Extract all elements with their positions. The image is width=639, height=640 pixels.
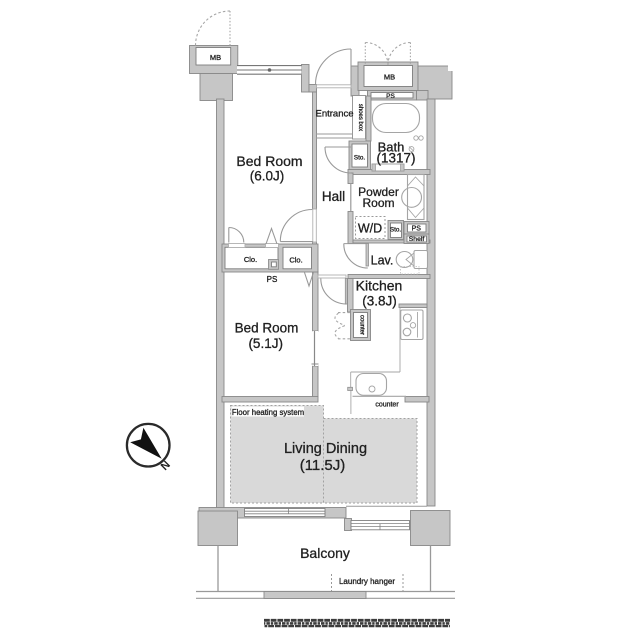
- svg-text:PS: PS: [412, 226, 422, 233]
- svg-text:(3.8J): (3.8J): [362, 294, 397, 309]
- svg-text:Powder: Powder: [358, 185, 399, 199]
- svg-text:(6.0J): (6.0J): [250, 169, 285, 184]
- svg-text:PS: PS: [386, 93, 395, 100]
- svg-text:counter: counter: [359, 315, 365, 335]
- svg-text:Balcony: Balcony: [300, 545, 350, 561]
- svg-text:Sto.: Sto.: [354, 155, 365, 162]
- svg-text:Clo.: Clo.: [289, 256, 302, 265]
- svg-text:Clo.: Clo.: [244, 255, 257, 264]
- svg-text:MB: MB: [210, 53, 221, 62]
- svg-text:Entrance: Entrance: [315, 109, 353, 120]
- svg-text:MB: MB: [384, 73, 395, 82]
- svg-text:Living Dining: Living Dining: [284, 441, 367, 457]
- svg-text:Room: Room: [362, 196, 394, 210]
- svg-text:Bed Room: Bed Room: [236, 153, 302, 169]
- svg-text:Hall: Hall: [322, 189, 345, 204]
- svg-text:Floor heating system: Floor heating system: [232, 408, 304, 417]
- svg-text:Kitchen: Kitchen: [356, 278, 403, 294]
- svg-text:Shelf: Shelf: [409, 236, 425, 243]
- svg-text:(1317): (1317): [376, 151, 415, 166]
- svg-text:shoes box: shoes box: [357, 104, 363, 131]
- svg-text:(11.5J): (11.5J): [300, 457, 346, 474]
- svg-text:Lav.: Lav.: [371, 254, 394, 268]
- svg-text:W/D: W/D: [358, 222, 382, 236]
- svg-text:Laundry hanger: Laundry hanger: [339, 577, 395, 586]
- svg-text:Sto.: Sto.: [390, 227, 401, 234]
- svg-text:Bed Room: Bed Room: [235, 321, 299, 336]
- svg-text:PS: PS: [267, 275, 278, 284]
- svg-text:Bath: Bath: [378, 140, 405, 155]
- svg-text:(5.1J): (5.1J): [248, 336, 283, 351]
- svg-text:counter: counter: [375, 402, 399, 409]
